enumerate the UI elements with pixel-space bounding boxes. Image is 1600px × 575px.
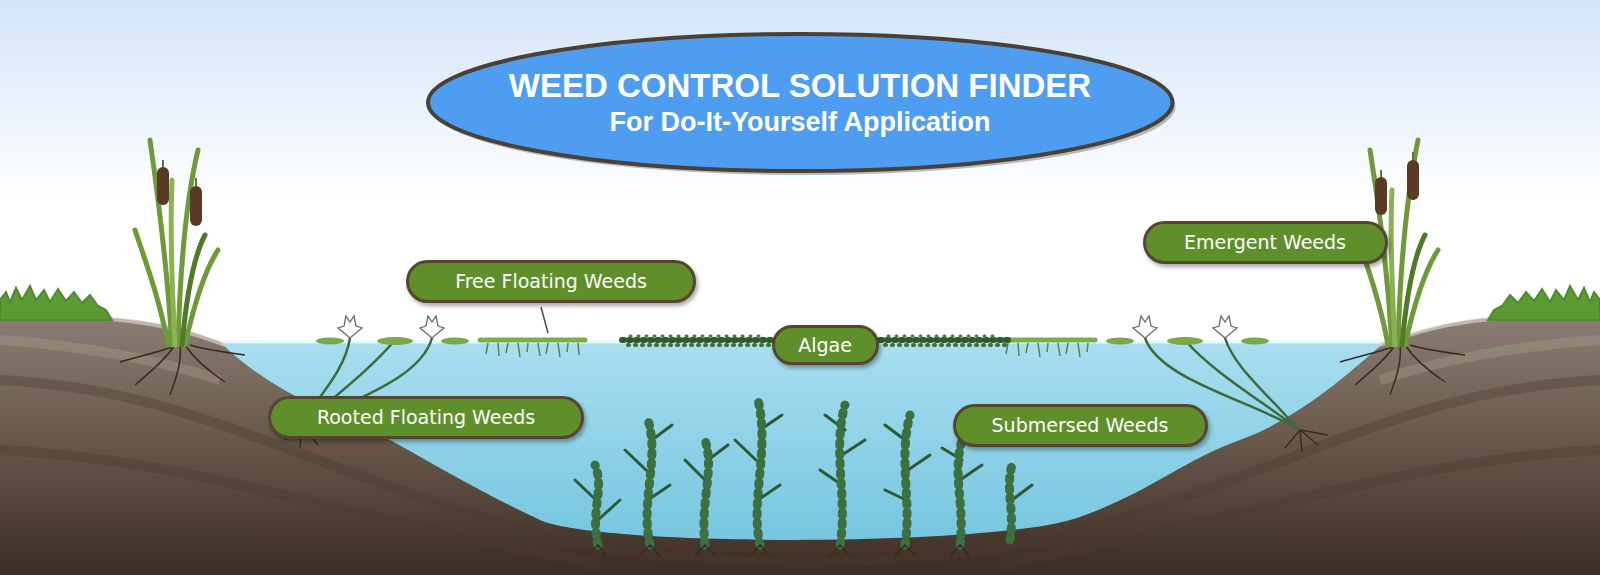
submersed-plant bbox=[704, 440, 709, 545]
submersed-plant bbox=[820, 405, 865, 545]
submersed-plant bbox=[588, 545, 970, 556]
submersed-plant bbox=[647, 420, 652, 545]
submersed-plant bbox=[735, 400, 782, 545]
cattail-plant bbox=[190, 186, 202, 226]
cattail-plant bbox=[171, 180, 175, 345]
cattail-plant bbox=[1407, 160, 1419, 200]
label-text: Emergent Weeds bbox=[1184, 231, 1346, 253]
cattail-plant bbox=[120, 345, 245, 395]
rooted-floating-plant bbox=[1285, 430, 1328, 452]
cattail-plant bbox=[1340, 140, 1465, 395]
cattail-plant bbox=[182, 235, 205, 345]
cattail-plant bbox=[1340, 345, 1465, 395]
cattail-plant bbox=[1391, 190, 1395, 345]
cattail-plant bbox=[135, 230, 168, 345]
rooted-floating-plant bbox=[338, 316, 362, 338]
category-label: Algae bbox=[772, 325, 879, 365]
free-floating-plant bbox=[1000, 338, 1095, 343]
rooted-floating-plant bbox=[1167, 337, 1203, 345]
submersed-plant bbox=[942, 440, 982, 545]
rooted-floating-plant bbox=[420, 316, 444, 338]
label-text: Algae bbox=[798, 334, 852, 356]
label-text: Submersed Weeds bbox=[992, 414, 1169, 436]
ground bbox=[0, 318, 1600, 575]
submersed-plant bbox=[757, 400, 762, 545]
free-floating-plant bbox=[480, 338, 585, 343]
rooted-floating-plant bbox=[338, 316, 444, 338]
cattail-plant bbox=[1375, 177, 1387, 215]
submersed-plant bbox=[685, 440, 728, 545]
cattail-plant bbox=[1340, 345, 1465, 395]
rooted-floating-plant bbox=[1106, 338, 1134, 345]
submersed-plant bbox=[595, 465, 599, 545]
rooted-floating-plant bbox=[1213, 316, 1237, 338]
submersed-plant bbox=[1009, 465, 1032, 540]
title-ellipse: WEED CONTROL SOLUTION FINDERFor Do-It-Yo… bbox=[425, 31, 1176, 174]
category-label: Rooted Floating Weeds bbox=[268, 396, 584, 439]
rooted-floating-plant bbox=[1133, 316, 1157, 338]
label-text: Rooted Floating Weeds bbox=[317, 406, 535, 428]
algae-mat bbox=[628, 343, 770, 347]
ground-strata bbox=[0, 340, 1600, 565]
category-label: Submersed Weeds bbox=[953, 404, 1208, 447]
title-text: WEED CONTROL SOLUTION FINDER bbox=[509, 66, 1091, 106]
bank-grass bbox=[0, 286, 112, 320]
submersed-plant bbox=[905, 415, 910, 545]
algae-mat bbox=[880, 337, 1010, 343]
label-text: Free Floating Weeds bbox=[455, 270, 647, 292]
category-label: Free Floating Weeds bbox=[406, 260, 696, 303]
algae-mat bbox=[622, 337, 775, 343]
submersed-plant bbox=[885, 415, 930, 545]
algae-mat bbox=[630, 335, 765, 338]
ellipse-fill bbox=[428, 34, 1173, 171]
subtitle-text: For Do-It-Yourself Application bbox=[610, 106, 991, 138]
submersed-plant bbox=[958, 440, 962, 545]
pond-water bbox=[220, 342, 1385, 540]
algae-mat bbox=[885, 343, 1005, 347]
submersed-plant bbox=[840, 405, 845, 545]
submersed-plant bbox=[625, 420, 672, 545]
rooted-floating-plant bbox=[1285, 430, 1328, 452]
bank-grass bbox=[1488, 286, 1600, 320]
rooted-floating-plant bbox=[1133, 316, 1237, 338]
submersed-plant bbox=[1009, 465, 1012, 540]
rooted-floating-plant bbox=[316, 338, 344, 345]
cattail-plant bbox=[135, 140, 218, 345]
cattail-plant bbox=[157, 167, 169, 205]
leader-line bbox=[541, 307, 548, 333]
cattail-plant bbox=[120, 140, 245, 395]
category-label: Emergent Weeds bbox=[1143, 221, 1388, 264]
submersed-plant bbox=[575, 465, 620, 545]
cattail-plant bbox=[1402, 235, 1425, 345]
cattail-plant bbox=[178, 150, 198, 345]
rooted-floating-plant bbox=[1241, 338, 1269, 345]
free-floating-plant bbox=[1006, 343, 1088, 357]
submersed-plant bbox=[595, 400, 1012, 545]
algae-mat bbox=[888, 335, 1000, 338]
free-floating-plant bbox=[486, 343, 579, 357]
rooted-floating-plant bbox=[377, 337, 413, 345]
rooted-floating-plant bbox=[441, 338, 469, 345]
bank-grass bbox=[0, 286, 1600, 320]
cattail-plant bbox=[120, 345, 245, 395]
submersed-plant bbox=[588, 545, 970, 556]
